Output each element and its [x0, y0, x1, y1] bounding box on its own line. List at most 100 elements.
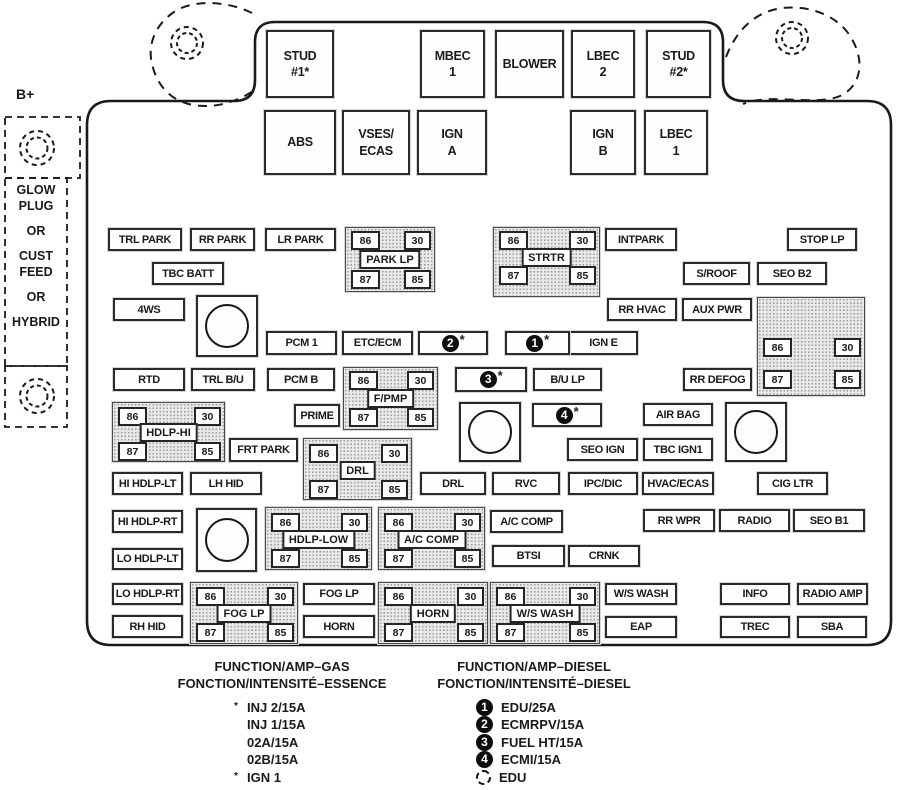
bigfuse-ign-a: IGN A [417, 110, 487, 175]
legend-item-label: INJ 1/15A [247, 717, 306, 733]
fuse-circled-3: 3* [455, 367, 527, 392]
circled-number-4-icon: 4 [476, 751, 493, 769]
stud-hole-icon [176, 32, 198, 54]
legend-item-label: IGN 1 [247, 769, 281, 785]
glow-note-line: OR [26, 290, 46, 304]
bigfuse-ign-b: IGN B [570, 110, 636, 175]
fuse-crnk: CRNK [568, 545, 640, 567]
fuse-ign-e: IGN E [569, 331, 638, 355]
relay-pin-87: 87 [499, 266, 528, 285]
legend-gas-item-02a-15a: 02A/15A [247, 734, 298, 751]
fuse-hvac-ecas: HVAC/ECAS [642, 472, 714, 495]
relay-label: HDLP-LOW [281, 530, 356, 549]
fuse-4ws: 4WS [113, 298, 185, 321]
footnote-mark-icon: * [234, 701, 238, 712]
relay-socket-2 [459, 402, 521, 462]
fuse-rr-park: RR PARK [190, 228, 255, 251]
stud-hole-icon [19, 130, 55, 166]
b-plus-label: B+ [16, 86, 35, 102]
legend-gas-item-inj-2-15a: * INJ 2/15A [234, 699, 306, 716]
asterisk-mark: * [459, 331, 465, 347]
legend-item-label: 02B/15A [247, 752, 299, 768]
relay-pin-87: 87 [309, 480, 338, 499]
fuse-seo-b2: SEO B2 [757, 262, 827, 285]
glow-note-line: OR [26, 224, 46, 238]
fuse-pcm-1: PCM 1 [266, 331, 337, 355]
legend-item-label: EDU/25A [501, 700, 556, 715]
fuse-frt-park: FRT PARK [229, 438, 298, 462]
relay-pin-30: 30 [267, 587, 294, 606]
stud-hole-icon [25, 136, 49, 160]
fuse-a-c-comp: A/C COMP [490, 510, 563, 533]
glow-note-line: FEED [19, 265, 53, 279]
relay-label: A/C COMP [397, 530, 466, 549]
fuse-stop-lp: STOP LP [787, 228, 857, 251]
footnote-mark-icon: * [234, 770, 238, 782]
legend-item-label: 02A/15A [247, 734, 299, 750]
fuse-tbc-ign1: TBC IGN1 [643, 438, 713, 461]
bigfuse-lbec-1: LBEC 1 [644, 110, 708, 175]
fuse-rr-defog: RR DEFOG [683, 368, 752, 391]
fuse-hi-hdlp-rt: HI HDLP-RT [112, 510, 183, 533]
fuse-tbc-batt: TBC BATT [152, 262, 224, 285]
relay-pin-87: 87 [763, 370, 792, 389]
fuse-seo-b1: SEO B1 [793, 509, 865, 532]
relay-label: F/PMP [366, 389, 415, 408]
fuse-radio-amp: RADIO AMP [797, 583, 868, 605]
relay-pin-30: 30 [194, 407, 221, 426]
fuse-hi-hdlp-lt: HI HDLP-LT [112, 472, 183, 495]
relay-pin-86: 86 [196, 587, 225, 606]
legend-item-label: FUEL HT/15A [501, 734, 584, 750]
fuse-intpark: INTPARK [605, 228, 677, 251]
mount-tab-top-left [149, 2, 254, 107]
relay-label: HDLP-HI [139, 423, 198, 442]
relay-pin-30: 30 [407, 371, 434, 390]
glow-note-line: HYBRID [12, 315, 60, 329]
relay-label: PARK LP [359, 250, 421, 269]
fuse-pcm-b: PCM B [267, 368, 335, 391]
fuse-drl: DRL [420, 472, 486, 495]
fuse-lo-hdlp-lt: LO HDLP-LT [112, 548, 183, 570]
fuse-seo-ign: SEO IGN [567, 438, 638, 461]
stud-hole-icon [19, 378, 55, 414]
bigfuse-stud-1: STUD #1* [266, 30, 334, 98]
fuse-rh-hid: RH HID [112, 615, 183, 638]
legend-diesel-item-edu: EDU [476, 769, 526, 786]
legend-diesel-header-line2: FONCTION/INTENSITÉ–DIESEL [437, 676, 631, 691]
legend-gas-header-line2: FONCTION/INTENSITÉ–ESSENCE [177, 676, 387, 691]
relay-pin-87: 87 [384, 549, 413, 568]
bigfuse-mbec-1: MBEC 1 [420, 30, 485, 98]
legend-gas-item-02b-15a: 02B/15A [247, 751, 298, 768]
asterisk-mark: * [544, 331, 549, 347]
fuse-circled-1: 1* [505, 331, 570, 355]
relay-pin-87: 87 [496, 623, 525, 642]
fuse-eap: EAP [605, 616, 677, 638]
glow-note-line: GLOW [16, 183, 56, 197]
legend-gas-header-line1: FUNCTION/AMP–GAS [214, 659, 350, 674]
relay-pin-30: 30 [569, 231, 596, 250]
legend-item-label: ECMRPV/15A [501, 717, 585, 733]
bigfuse-blower: BLOWER [495, 30, 564, 98]
circled-number-4-icon: 4 [555, 406, 573, 424]
stud-hole-icon [170, 26, 204, 60]
fuse-trl-park: TRL PARK [108, 228, 182, 251]
circled-number-3-icon: 3 [479, 371, 497, 388]
fuse-ipc-dic: IPC/DIC [568, 472, 638, 495]
relay-label: FOG LP [216, 604, 272, 623]
relay-pin-85: 85 [267, 623, 294, 642]
asterisk-mark: * [497, 368, 503, 383]
fuse-rr-hvac: RR HVAC [607, 298, 677, 321]
relay-pin-85: 85 [569, 623, 596, 642]
relay-pin-30: 30 [834, 338, 861, 357]
legend-item-label: INJ 2/15A [247, 700, 306, 715]
relay-pin-87: 87 [118, 442, 147, 461]
